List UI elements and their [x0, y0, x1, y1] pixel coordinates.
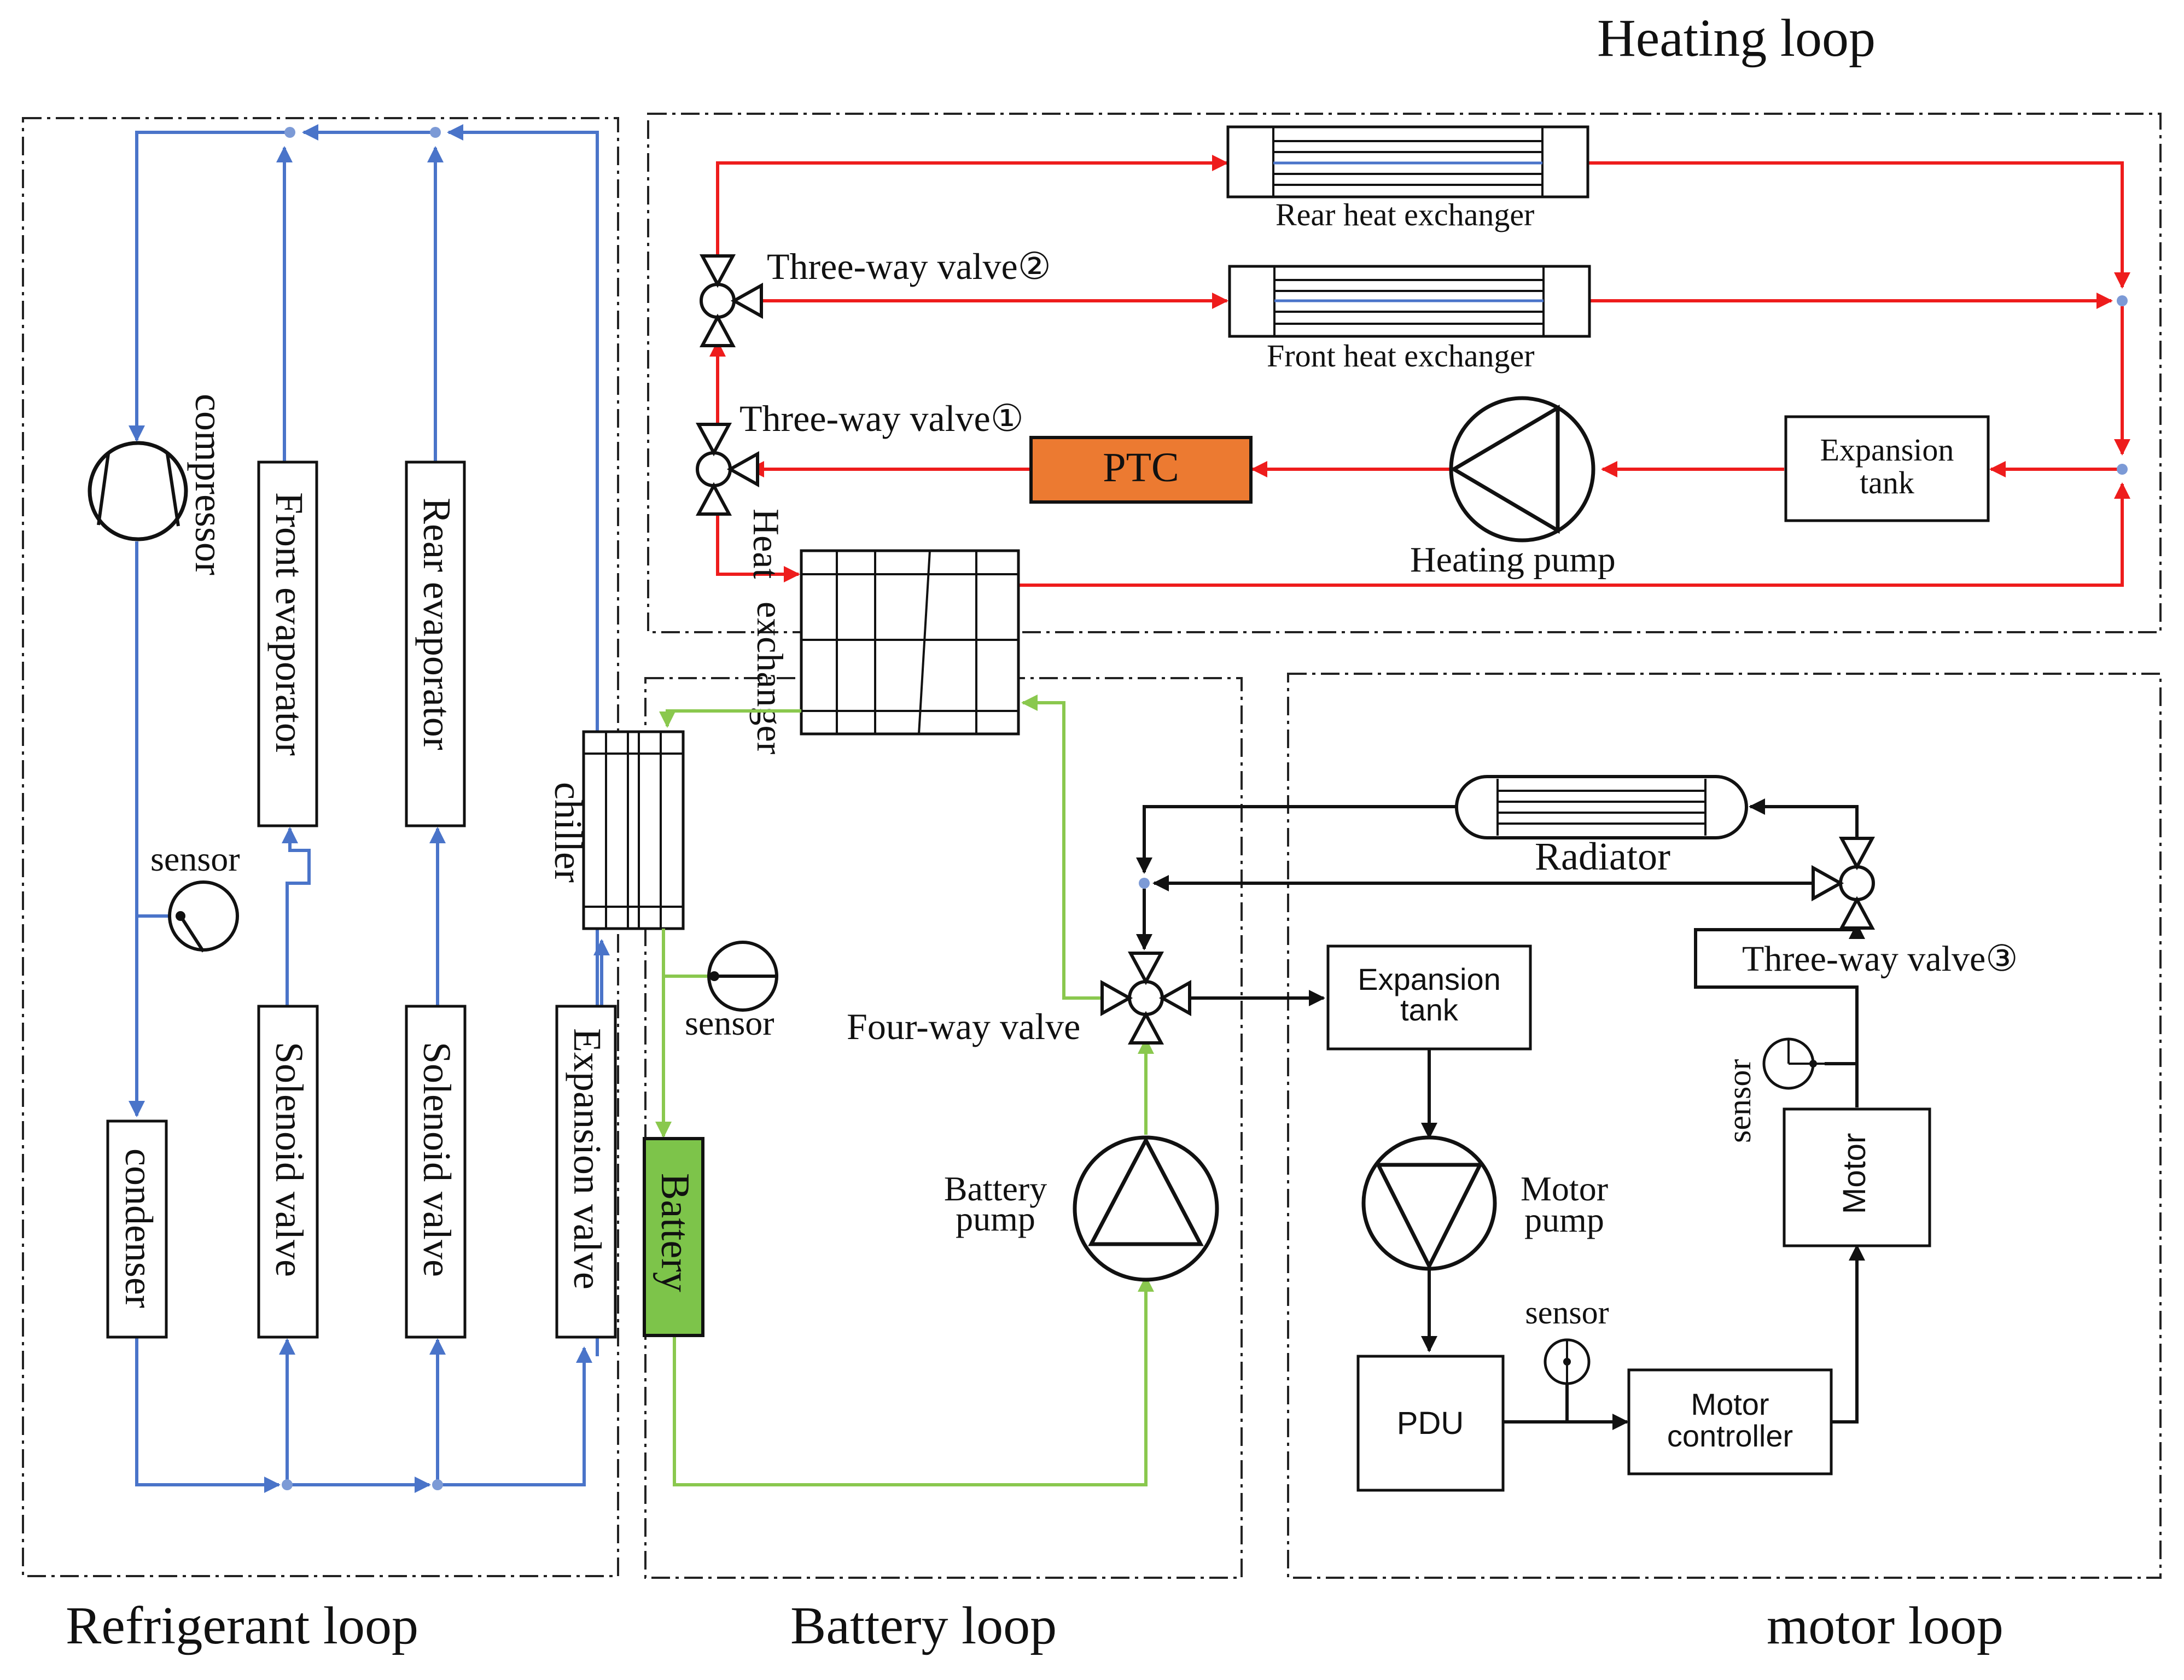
motor-expansion-tank-label-2: tank [1400, 993, 1459, 1027]
three-way-valve-1-label: Three-way valve① [739, 398, 1024, 439]
pump-icon [1449, 396, 1595, 542]
ptc-heater [1029, 436, 1253, 504]
heating-expansion-tank-label-2: tank [1860, 465, 1914, 500]
radiator [1455, 775, 1748, 839]
refrigerant-loop-region [22, 117, 619, 1577]
solenoid-valve-2 [405, 1005, 467, 1339]
battery-pump [1073, 1135, 1219, 1282]
pdu-sensor-label: sensor [1525, 1294, 1609, 1331]
heating-loop-region [647, 113, 2162, 633]
front-heat-exchanger-label: Front heat exchanger [1267, 338, 1535, 374]
compressor-icon [88, 441, 188, 541]
refrigerant-sensor-label: sensor [150, 839, 240, 878]
motor-controller-label-2: controller [1667, 1419, 1793, 1453]
motor-sensor-label: sensor [1721, 1059, 1757, 1143]
three-way-valve-2-label: Three-way valve② [767, 246, 1051, 287]
heat-exchanger-label-2: exchanger [749, 602, 791, 755]
heating-pump-label: Heating pump [1410, 540, 1616, 580]
three-way-valve-3 [1812, 837, 1876, 930]
motor-loop-region [1287, 673, 2162, 1579]
pdu-sensor [1544, 1338, 1591, 1385]
junction-dot [282, 1479, 293, 1490]
compressor [88, 441, 188, 541]
battery-loop-title: Battery loop [790, 1596, 1057, 1655]
rear-evaporator-label: Rear evaporator [415, 498, 459, 750]
heating-pipes [709, 155, 2130, 587]
refrigerant-sensor [168, 880, 239, 953]
battery-pump-label-2: pump [956, 1199, 1035, 1238]
rear-evaporator [405, 460, 466, 827]
junction-dot [1139, 878, 1150, 889]
pdu [1356, 1355, 1505, 1492]
motor-loop-title: motor loop [1767, 1596, 2004, 1655]
four-way-valve-label: Four-way valve [847, 1006, 1080, 1047]
pump-icon [1361, 1135, 1497, 1271]
heating-loop-title: Heating loop [1597, 9, 1876, 68]
motor-expansion-tank-label-1: Expansion [1358, 962, 1501, 996]
expansion-valve-label: Expansion valve [566, 1028, 609, 1290]
pump-icon [1073, 1135, 1219, 1282]
rear-heat-exchanger-label: Rear heat exchanger [1276, 197, 1534, 232]
compressor-label: compressor [187, 394, 231, 575]
motor-label: Motor [1837, 1133, 1872, 1214]
motor-pump-label-1: Motor [1521, 1169, 1608, 1208]
refrigerant-loop-title: Refrigerant loop [66, 1596, 418, 1655]
battery-pump-label-1: Battery [944, 1169, 1047, 1208]
four-way-valve [1100, 952, 1191, 1045]
radiator-label: Radiator [1535, 835, 1670, 878]
battery-label: Battery [653, 1173, 697, 1292]
heat-exchanger-label-1: Heat [746, 509, 787, 579]
solenoid-valve-1 [257, 1005, 319, 1339]
heating-pump [1449, 396, 1595, 542]
motor-controller [1627, 1368, 1833, 1475]
battery-pipes [655, 695, 1154, 1486]
ptc-label: PTC [1103, 445, 1179, 491]
motor-pump [1361, 1135, 1497, 1271]
junction-dot [432, 1479, 443, 1490]
junction-dot [284, 127, 295, 138]
front-heat-exchanger [1228, 265, 1591, 338]
rear-heat-exchanger [1226, 125, 1589, 199]
heat-exchanger [800, 549, 1020, 736]
battery-sensor [707, 941, 778, 1012]
battery-sensor-label: sensor [685, 1004, 774, 1042]
junction-dot [2117, 295, 2128, 306]
motor-expansion-tank [1326, 944, 1532, 1051]
condenser [106, 1119, 168, 1339]
junction-dot [430, 127, 441, 138]
three-way-valve-2 [699, 254, 763, 347]
motor-controller-label-1: Motor [1691, 1387, 1769, 1421]
pdu-label: PDU [1397, 1405, 1464, 1441]
chiller-label: chiller [546, 782, 590, 883]
motor-pump-label-2: pump [1524, 1200, 1604, 1239]
expansion-valve [555, 1005, 617, 1339]
junction-dot [2117, 464, 2128, 475]
front-evaporator [257, 460, 318, 827]
motor-sensor [1762, 1037, 1825, 1090]
battery [643, 1137, 704, 1337]
three-way-valve-3-label: Three-way valve③ [1742, 939, 2018, 979]
heating-expansion-tank-label-1: Expansion [1820, 432, 1954, 468]
solenoid-valve-1-label: Solenoid valve [267, 1042, 311, 1277]
solenoid-valve-2-label: Solenoid valve [415, 1042, 459, 1277]
front-evaporator-label: Front evaporator [267, 492, 311, 756]
refrigerant-pipes [129, 124, 610, 1493]
chiller [582, 730, 685, 930]
motor [1783, 1107, 1931, 1247]
three-way-valve-1 [695, 423, 759, 516]
battery-loop-region [644, 677, 1243, 1579]
heating-expansion-tank [1784, 415, 1990, 522]
condenser-label: condenser [117, 1148, 161, 1308]
